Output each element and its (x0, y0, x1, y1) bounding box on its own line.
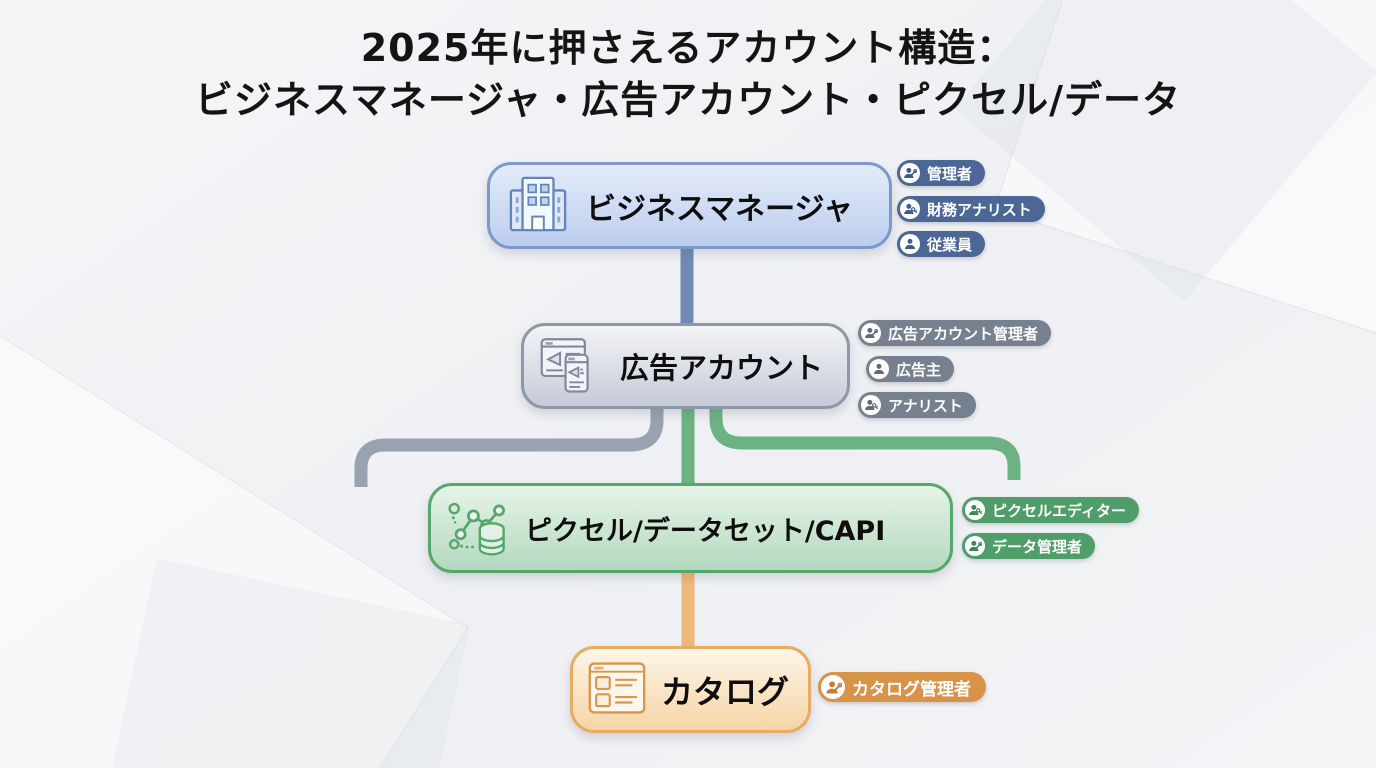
node-ad-account: 広告アカウント (521, 323, 850, 409)
person-wrench-icon (821, 675, 845, 699)
network-database-icon (446, 495, 510, 561)
role-badge-admin: 管理者 (897, 160, 986, 186)
building-icon (505, 174, 571, 238)
node-label: 広告アカウント (620, 351, 824, 385)
role-badge-label: データ管理者 (992, 537, 1083, 556)
person-key-icon (900, 199, 920, 219)
person-icon (869, 359, 889, 379)
page-title-line1: 2025年に押さえるアカウント構造： (360, 26, 1016, 70)
role-badge-label: アナリスト (888, 396, 963, 415)
role-badge-label: 広告主 (896, 360, 942, 379)
role-badge-label: カタログ管理者 (852, 679, 971, 700)
person-key-icon (965, 500, 985, 520)
role-badge-analyst: アナリスト (858, 392, 976, 418)
person-wrench-icon (900, 163, 920, 183)
catalog-window-icon (588, 660, 646, 720)
connector-ad-branch-right (709, 404, 1021, 480)
node-pixel-dataset-capi: ピクセル/データセット/CAPI (428, 483, 953, 573)
node-business-manager: ビジネスマネージャ (487, 162, 892, 249)
role-badge-label: 管理者 (927, 164, 973, 183)
person-icon (900, 234, 920, 254)
role-badge-label: 従業員 (927, 235, 973, 254)
node-label: カタログ (661, 672, 790, 711)
role-badge-label: 財務アナリスト (927, 200, 1032, 219)
role-badge-advertiser: 広告主 (866, 356, 955, 382)
person-wrench-icon (861, 323, 881, 343)
role-badge-employee: 従業員 (897, 231, 986, 257)
page-title-line2: ビジネスマネージャ・広告アカウント・ピクセル/データ (194, 78, 1182, 123)
page-title: 2025年に押さえるアカウント構造： ビジネスマネージャ・広告アカウント・ピクセ… (0, 22, 1376, 127)
role-badge-finance-analyst: 財務アナリスト (897, 196, 1045, 222)
role-badge-data-admin: データ管理者 (962, 533, 1096, 559)
role-badge-label: ピクセルエディター (992, 501, 1126, 520)
node-label: ビジネスマネージャ (586, 191, 853, 227)
ad-windows-icon (539, 333, 605, 399)
connector-ad-branch-left (354, 404, 664, 487)
role-badge-pixel-editor: ピクセルエディター (962, 497, 1139, 523)
role-badge-catalog-admin: カタログ管理者 (818, 672, 986, 702)
node-label: ピクセル/データセット/CAPI (525, 515, 886, 547)
role-badge-ad-account-admin: 広告アカウント管理者 (858, 320, 1052, 346)
person-key-icon (861, 395, 881, 415)
person-wrench-icon (965, 536, 985, 556)
role-badge-label: 広告アカウント管理者 (888, 324, 1039, 343)
node-catalog: カタログ (570, 646, 811, 733)
